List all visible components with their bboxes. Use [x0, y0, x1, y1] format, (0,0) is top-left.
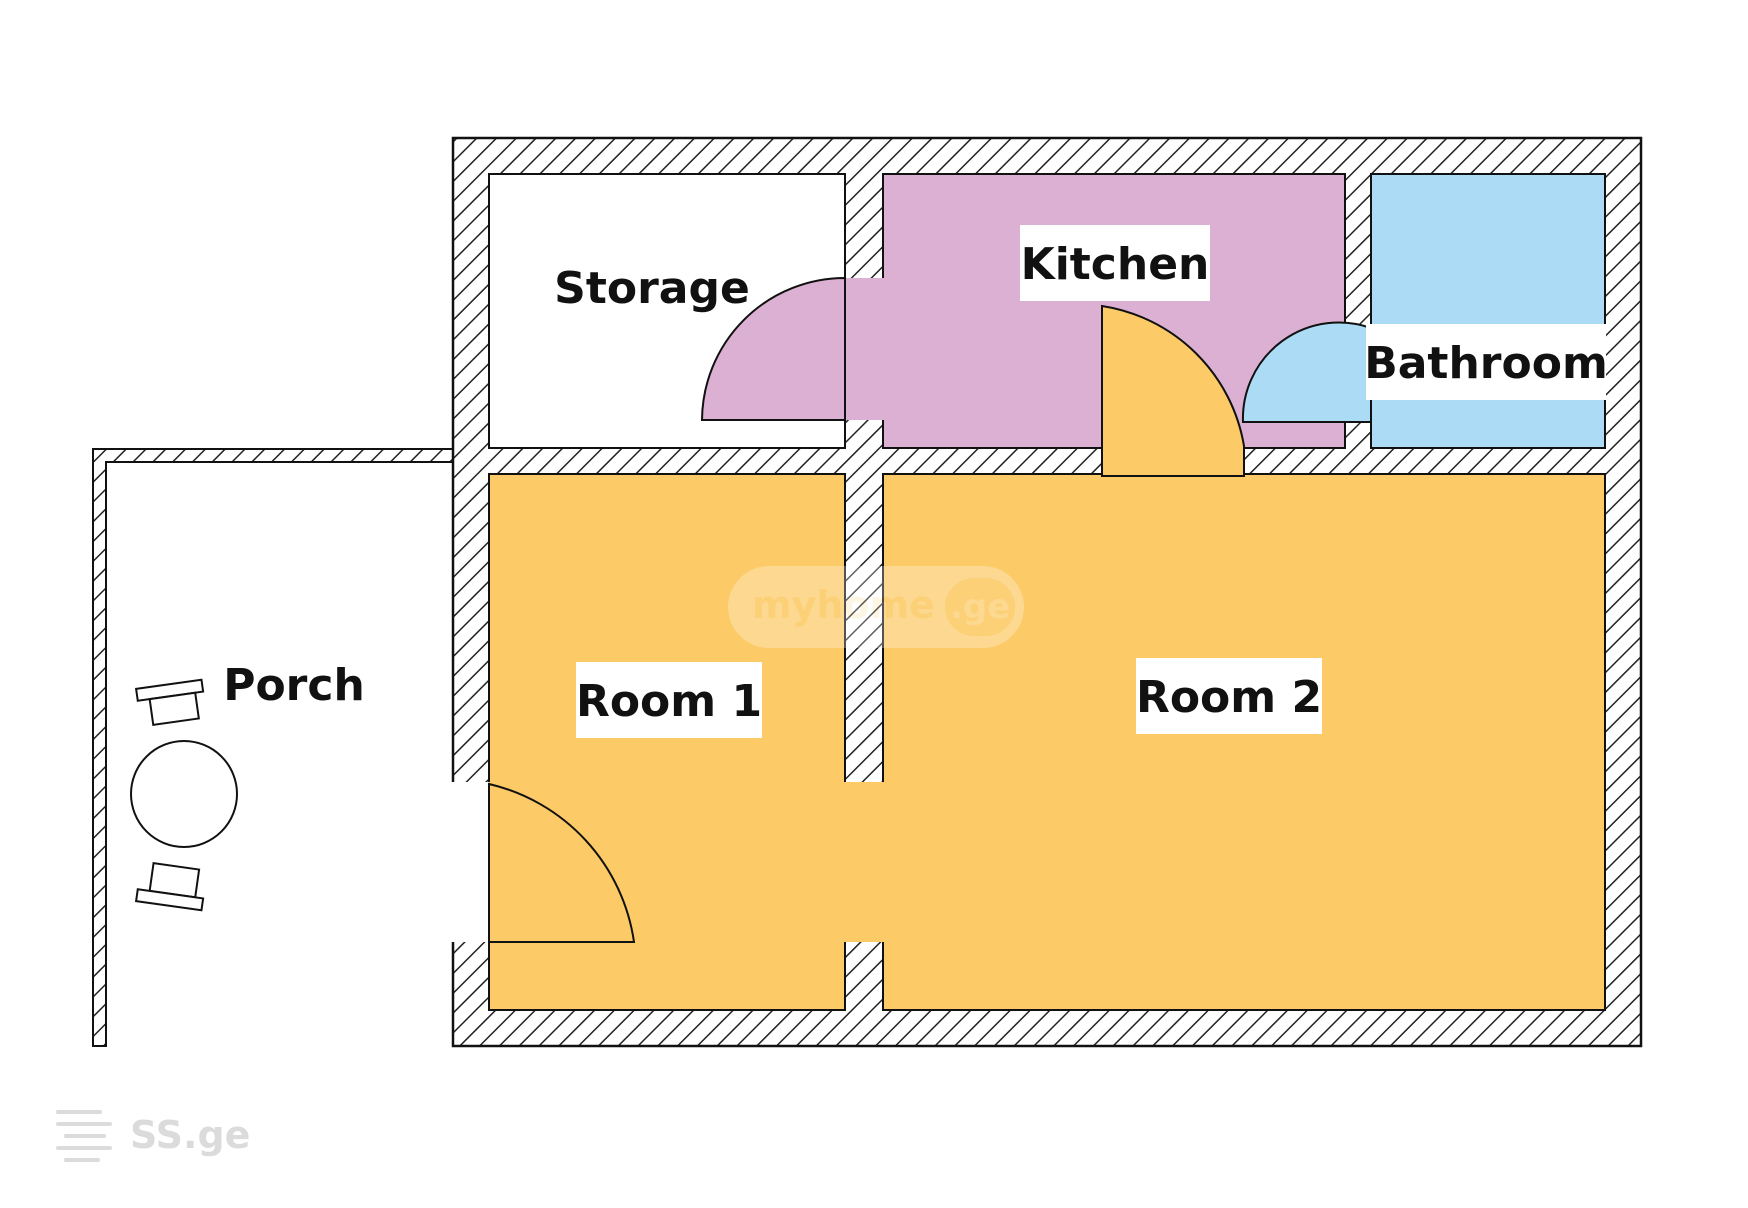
room2-label: Room 2: [1136, 672, 1322, 723]
corner-watermark: SS.ge: [56, 1110, 250, 1162]
room2-door-swing: [1101, 304, 1245, 477]
table-icon: [130, 740, 238, 848]
room-2: [882, 473, 1606, 1011]
chair-bottom: [134, 862, 205, 912]
watermark-main-text: myhome: [752, 583, 935, 627]
chair-top: [134, 678, 205, 726]
chair-top-seat-icon: [148, 691, 200, 726]
porch-label: Porch: [223, 660, 365, 711]
center-watermark: myhome .ge: [728, 566, 1024, 648]
entrance-opening: [451, 782, 491, 942]
chair-bottom-back-icon: [134, 888, 205, 912]
bathroom-door-swing: [1241, 321, 1372, 423]
room1-label-bg: [576, 662, 762, 738]
kitchen-door-swing: [700, 276, 846, 421]
porch-wall: [92, 448, 454, 1047]
watermark-suffix-text: .ge: [950, 587, 1010, 627]
bathroom-label-bg: [1366, 324, 1606, 400]
storage-label: Storage: [554, 263, 750, 314]
ss-logo-icon: [56, 1110, 112, 1162]
kitchen-label-bg: [1020, 225, 1210, 301]
corner-watermark-text: SS.ge: [130, 1113, 250, 1157]
kitchen-label: Kitchen: [1021, 239, 1210, 290]
bathroom-label: Bathroom: [1364, 338, 1608, 389]
bathroom-room: [1370, 173, 1606, 449]
room1-label: Room 1: [576, 676, 762, 727]
entrance-door-swing: [488, 782, 636, 943]
porch-table: [130, 740, 238, 848]
room1-room2-opening: [843, 782, 885, 942]
storage-kitchen-opening: [843, 278, 885, 420]
room2-label-bg: [1136, 658, 1322, 734]
